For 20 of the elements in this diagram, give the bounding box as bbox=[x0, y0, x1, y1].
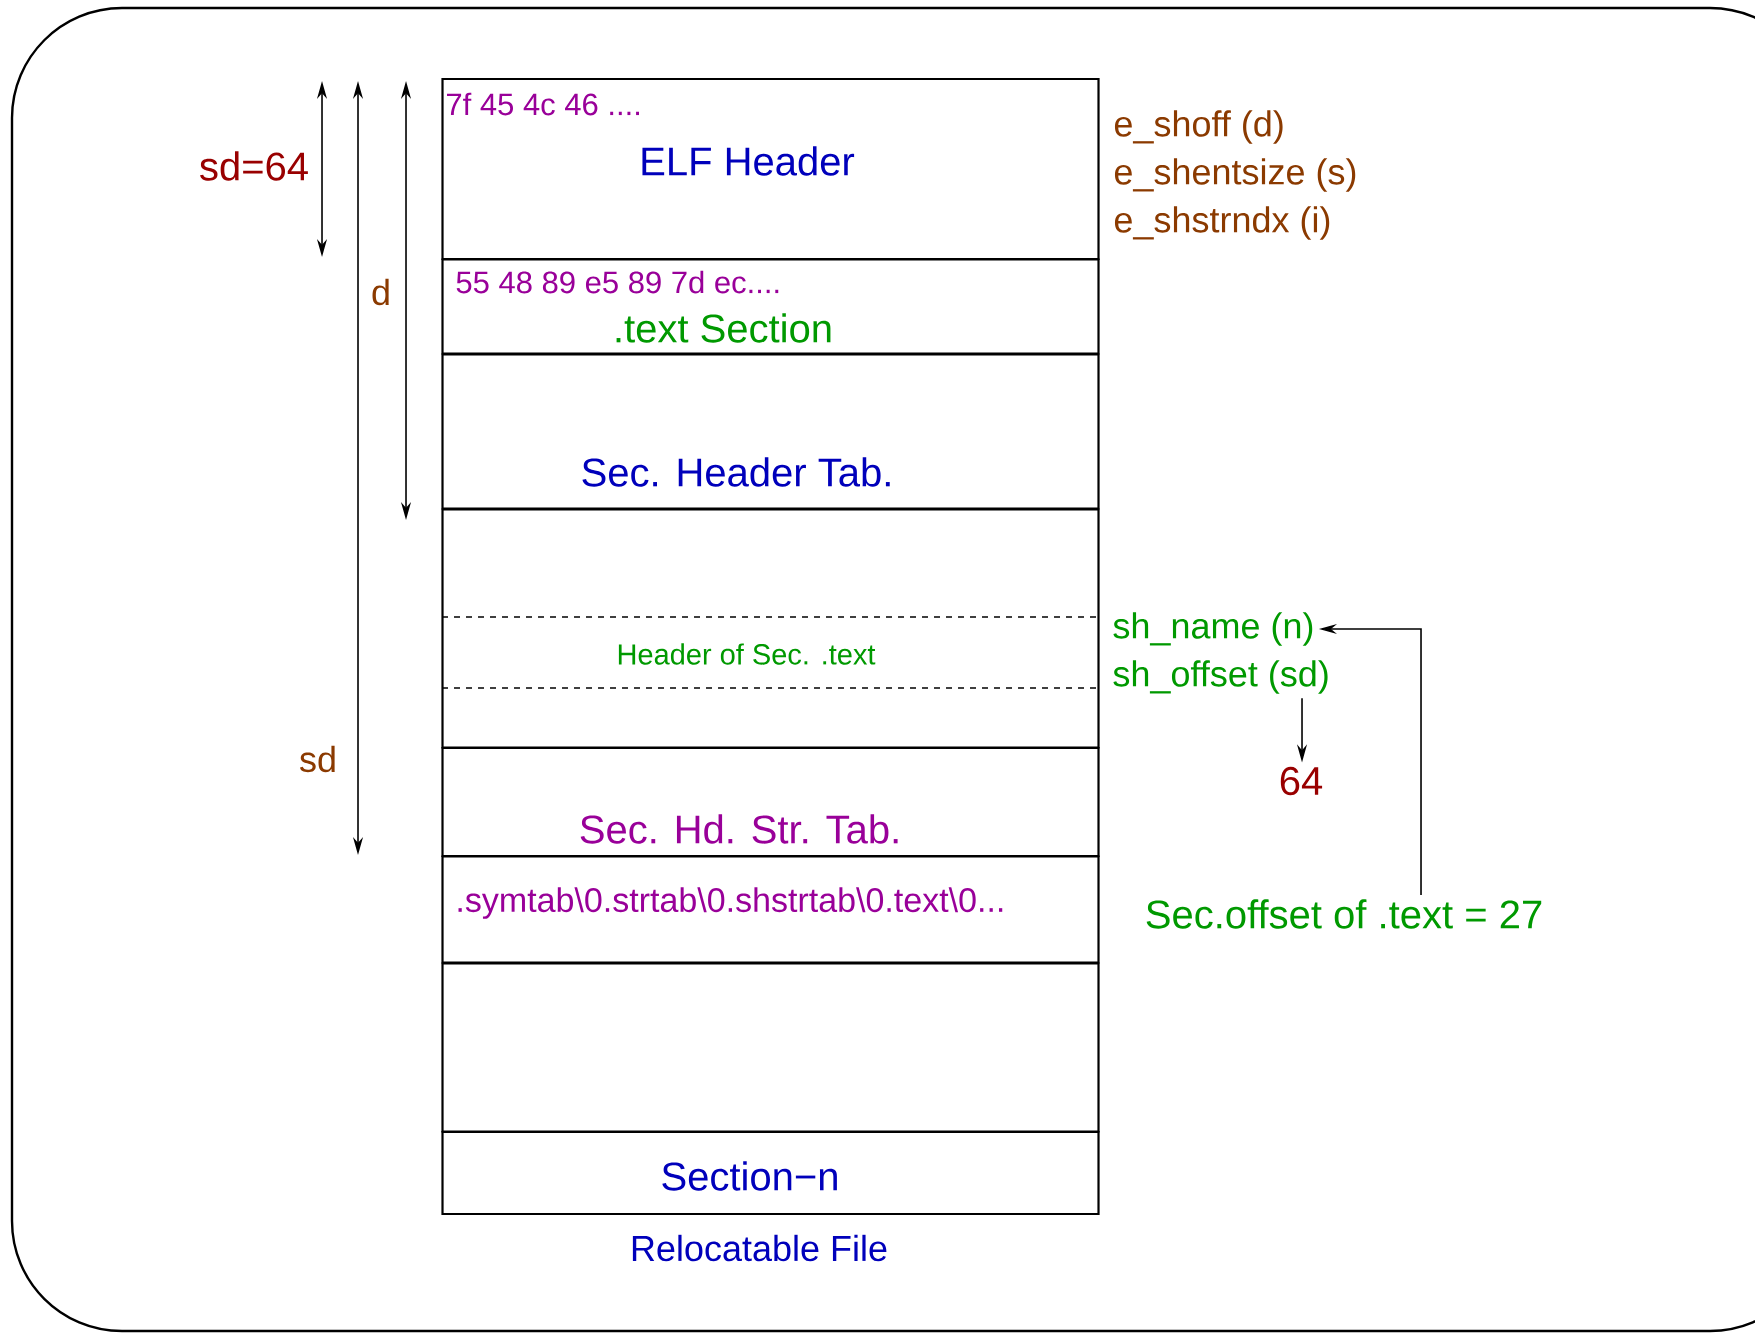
dimension-label: d bbox=[372, 278, 389, 306]
field-label: sh_name (n) bbox=[1113, 612, 1313, 646]
caption: Relocatable File bbox=[632, 1234, 887, 1262]
section-box: Sec. Header Tab. bbox=[441, 353, 1100, 510]
field-label: e_shstrndx (i) bbox=[1114, 206, 1330, 240]
dashed-band: Header of Sec. .text bbox=[441, 616, 1100, 689]
dimension-label: sd=64 bbox=[200, 151, 308, 181]
section-box: Sec. Hd. Str. Tab. bbox=[441, 746, 1100, 858]
dimension-label: sd bbox=[300, 745, 335, 773]
field-label: e_shoff (d) bbox=[1114, 110, 1283, 144]
field-label: sh_offset (sd) bbox=[1113, 660, 1328, 694]
field-label: 64 bbox=[1280, 766, 1323, 796]
field-label: e_shentsize (s) bbox=[1114, 158, 1356, 192]
section-box: 7f 45 4c 46 .... ELF Header bbox=[441, 77, 1100, 261]
section-box: .symtab\0.strtab\0.shstrtab\0.text\0... bbox=[441, 855, 1100, 964]
section-box: Section−n bbox=[441, 1130, 1100, 1216]
empty-box bbox=[441, 962, 1100, 1133]
empty-box bbox=[441, 508, 1100, 749]
section-box: 55 48 89 e5 89 7d ec.... .text Section bbox=[441, 258, 1100, 355]
field-label: Sec.offset of .text = 27 bbox=[1146, 899, 1542, 929]
